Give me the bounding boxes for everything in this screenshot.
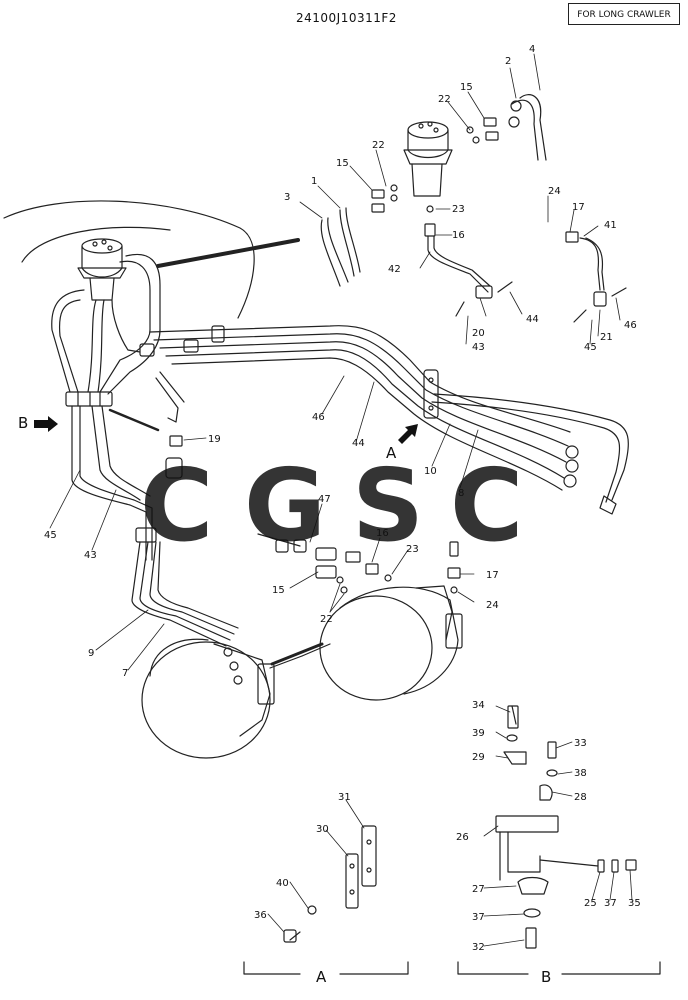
view-arrow-fitting19: [108, 408, 160, 432]
watermark-letter-g: G: [244, 447, 326, 564]
fitting-19: [155, 371, 185, 479]
callout-3: 3: [284, 192, 290, 203]
variant-label: FOR LONG CRAWLER: [568, 3, 680, 25]
callout-45-low: 45: [44, 530, 57, 541]
detail-b-bracket-line: [457, 961, 661, 975]
callout-47: 47: [318, 494, 331, 505]
callout-1: 1: [311, 176, 317, 187]
callout-16-low: 16: [376, 528, 389, 539]
view-arrow-motor: [270, 642, 324, 666]
callout-33: 33: [574, 738, 587, 749]
callout-46-low: 46: [312, 412, 325, 423]
pipe-end-fittings: [563, 445, 617, 515]
callout-30: 30: [316, 824, 329, 835]
callout-27: 27: [472, 884, 485, 895]
callout-15-mid: 15: [336, 158, 349, 169]
callout-35: 35: [628, 898, 641, 909]
swivel-joint-assembly: [77, 238, 127, 301]
swivel-hoses: [51, 253, 161, 395]
callout-34: 34: [472, 700, 485, 711]
callout-15-top: 15: [460, 82, 473, 93]
callout-22-low: 22: [320, 614, 333, 625]
callout-22-top: 22: [438, 94, 451, 105]
detail-b-bracket: [495, 705, 637, 949]
callout-16-top: 16: [452, 230, 465, 241]
callout-44-top: 44: [526, 314, 539, 325]
callout-24-top: 24: [548, 186, 561, 197]
callout-17-low: 17: [486, 570, 499, 581]
callout-26: 26: [456, 832, 469, 843]
callout-46-top: 46: [624, 320, 637, 331]
view-a-arrow: A: [386, 424, 418, 462]
callout-19: 19: [208, 434, 221, 445]
callout-17-top: 17: [572, 202, 585, 213]
callout-41: 41: [604, 220, 617, 231]
callout-43-low: 43: [84, 550, 97, 561]
callout-2: 2: [505, 56, 511, 67]
view-a-label: A: [386, 444, 397, 462]
callout-25: 25: [584, 898, 597, 909]
callout-36: 36: [254, 910, 267, 921]
detail-a-caption: A: [316, 968, 327, 986]
callout-44-low: 44: [352, 438, 365, 449]
right-travel-motor: [301, 585, 463, 701]
view-b-label: B: [18, 414, 28, 432]
callout-37-right: 37: [604, 898, 617, 909]
hoses-2-4: [508, 94, 547, 161]
callout-8: 8: [458, 488, 464, 499]
callout-20: 20: [472, 328, 485, 339]
callout-31: 31: [338, 792, 351, 803]
pipe-42-assembly: [424, 205, 513, 317]
detail-b-caption: B: [541, 968, 551, 986]
callout-39: 39: [472, 728, 485, 739]
callout-21: 21: [600, 332, 613, 343]
fittings-15-22: [371, 117, 499, 213]
swing-ring-inner: [21, 226, 171, 263]
swing-ring-outline: [3, 200, 255, 319]
callouts: 1 2 3 4 7 8 9 10 15 15 15 16 16 17 17 19…: [44, 44, 641, 953]
callout-22-mid: 22: [372, 140, 385, 151]
callout-29: 29: [472, 752, 485, 763]
part-code: 24100J10311F2: [296, 11, 397, 25]
callout-38: 38: [574, 768, 587, 779]
callout-23-top: 23: [452, 204, 465, 215]
leader-lines: [49, 53, 633, 947]
left-pipe-run: [71, 405, 239, 647]
fittings-47-16-15: [257, 533, 461, 594]
callout-43-top: 43: [472, 342, 485, 353]
watermark-letter-c1: C: [140, 447, 213, 564]
watermark-letter-c2: C: [450, 447, 523, 564]
detail-a-bracket-line: [243, 961, 409, 975]
watermark-letter-s: S: [352, 447, 424, 564]
callout-4: 4: [529, 44, 535, 55]
callout-37-left: 37: [472, 912, 485, 923]
view-b-arrow: B: [18, 414, 58, 432]
callout-10: 10: [424, 466, 437, 477]
callout-40: 40: [276, 878, 289, 889]
callout-9: 9: [88, 648, 94, 659]
callout-42: 42: [388, 264, 401, 275]
pipe-41-assembly: [565, 231, 627, 323]
callout-45-top: 45: [584, 342, 597, 353]
view-arrow-swivel: [156, 238, 300, 268]
left-travel-motor: [141, 638, 303, 759]
callout-24-low: 24: [486, 600, 499, 611]
bundle-clamp-mid: [423, 369, 439, 419]
callout-28: 28: [574, 792, 587, 803]
callout-15-low: 15: [272, 585, 285, 596]
hoses-1-3: [320, 207, 361, 287]
swivel-joint-detail: [403, 121, 453, 197]
frame-pipe-clamps: [65, 325, 225, 407]
detail-a-clamp: [283, 825, 377, 943]
watermark: C G S C: [140, 447, 523, 564]
callout-7: 7: [122, 668, 128, 679]
callout-32: 32: [472, 942, 485, 953]
callout-23-low: 23: [406, 544, 419, 555]
